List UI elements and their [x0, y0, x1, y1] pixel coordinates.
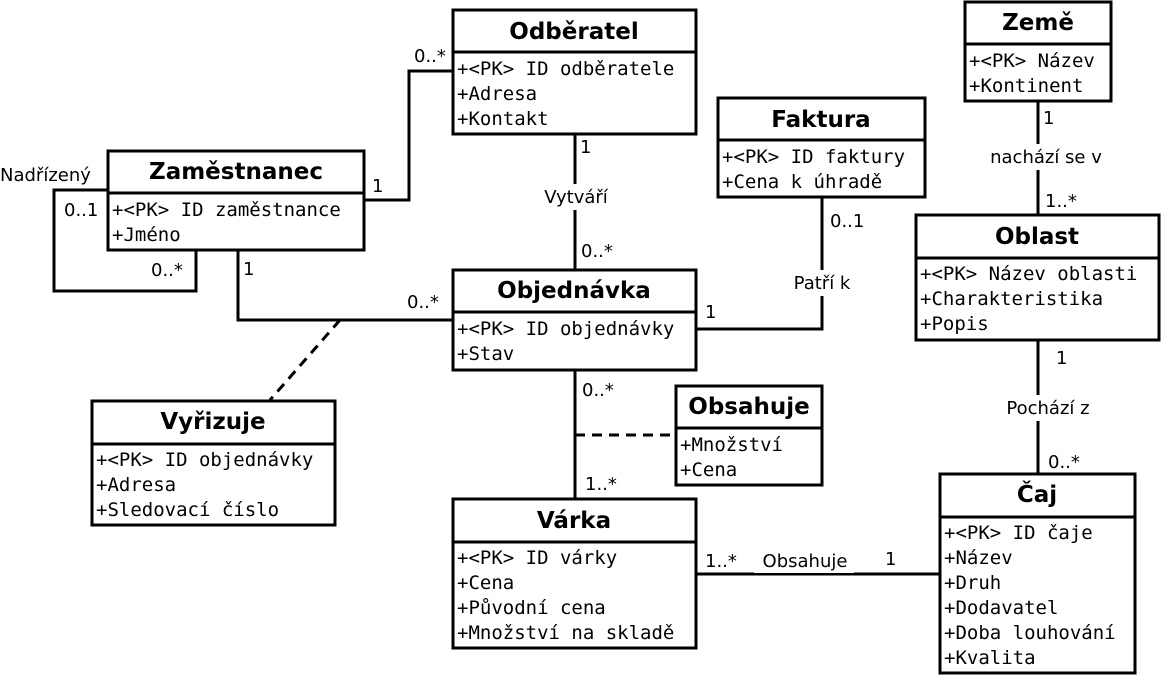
vytvari-mult-2: 0..* — [581, 241, 613, 262]
patri-k-label: Patří k — [794, 273, 851, 294]
entity-attribute: +<PK> Název — [969, 50, 1095, 72]
entity-attribute: +<PK> ID objednávky — [96, 449, 313, 471]
entity-obsahuje[interactable]: Obsahuje +Množství +Cena — [674, 384, 824, 487]
nadrizeny-mult-1: 0..1 — [64, 200, 98, 221]
entity-attribute: +Adresa — [96, 474, 176, 496]
entity-title: Odběratel — [509, 19, 638, 45]
entity-title: Oblast — [995, 224, 1079, 250]
nadrizeny-label: Nadřízený — [0, 165, 91, 186]
entity-attribute: +<PK> ID várky — [457, 547, 617, 569]
entity-attribute: +Dodavatel — [944, 597, 1058, 619]
patri-k-mult-2: 1 — [705, 302, 716, 323]
entity-attribute: +<PK> Název oblasti — [920, 263, 1137, 285]
entity-title: Země — [1002, 10, 1074, 36]
self-loop-line — [52, 188, 198, 293]
zam-odb-mult-1: 1 — [372, 176, 383, 197]
entity-attribute: +Jméno — [112, 224, 181, 246]
patri-k-mult-1: 0..1 — [830, 211, 864, 232]
entity-attribute: +<PK> ID faktury — [722, 146, 905, 168]
nachazi-mult-1: 1 — [1043, 108, 1054, 129]
entity-attribute: +Druh — [944, 572, 1001, 594]
entity-title: Obsahuje — [688, 394, 809, 420]
entity-attribute: +Kvalita — [944, 647, 1036, 669]
zam-obj-mult-2: 0..* — [407, 292, 439, 313]
entity-attribute: +Popis — [920, 313, 989, 335]
pochazi-mult-2: 0..* — [1048, 452, 1080, 473]
obsahuje-rel-mult-2: 1 — [885, 549, 896, 570]
entity-attribute: +Kontakt — [457, 108, 549, 130]
entity-vyrizuje[interactable]: Vyřizuje +<PK> ID objednávky +Adresa +Sl… — [90, 399, 337, 527]
entity-objednavka[interactable]: Objednávka +<PK> ID objednávky +Stav — [451, 268, 698, 372]
zamestnanec-odberatel-line — [365, 69, 453, 202]
entity-title: Faktura — [771, 107, 870, 133]
entity-attribute: +<PK> ID odběratele — [457, 58, 674, 80]
vytvari-label: Vytváří — [544, 187, 609, 208]
entity-attribute: +Sledovací číslo — [96, 499, 279, 521]
entity-title: Objednávka — [497, 278, 651, 304]
entity-title: Čaj — [1017, 480, 1057, 508]
pochazi-z-label: Pochází z — [1006, 398, 1089, 419]
entity-varka[interactable]: Várka +<PK> ID várky +Cena +Původní cena… — [451, 497, 698, 650]
entity-attribute: +Množství — [680, 434, 783, 456]
entity-attribute: +Původní cena — [457, 597, 606, 619]
entity-zeme[interactable]: Země +<PK> Název +Kontinent — [963, 0, 1113, 103]
entity-attribute: +Adresa — [457, 83, 537, 105]
entity-title: Vyřizuje — [160, 409, 265, 435]
entity-attribute: +Kontinent — [969, 75, 1083, 97]
nachazi-se-v-label: nachází se v — [990, 147, 1102, 168]
entity-attribute: +Stav — [457, 343, 514, 365]
entity-attribute: +<PK> ID zaměstnance — [112, 199, 341, 221]
entity-zamestnanec[interactable]: Zaměstnanec +<PK> ID zaměstnance +Jméno — [106, 149, 366, 252]
entity-attribute: +Charakteristika — [920, 288, 1103, 310]
entity-caj[interactable]: Čaj +<PK> ID čaje +Název +Druh +Dodavate… — [938, 472, 1137, 675]
entity-faktura[interactable]: Faktura +<PK> ID faktury +Cena k úhradě — [716, 96, 927, 199]
entity-title: Várka — [537, 508, 611, 534]
zam-obj-mult-1: 1 — [243, 259, 254, 280]
nadrizeny-mult-2: 0..* — [151, 260, 183, 281]
entity-attribute: +Cena — [457, 572, 514, 594]
zam-odb-mult-2: 0..* — [414, 46, 446, 67]
entity-attribute: +Cena k úhradě — [722, 171, 882, 193]
pochazi-mult-1: 1 — [1056, 348, 1067, 369]
vytvari-mult-1: 1 — [580, 137, 591, 158]
entity-attribute: +Cena — [680, 459, 737, 481]
entity-title: Zaměstnanec — [149, 159, 323, 185]
entity-attribute: +Množství na skladě — [457, 622, 674, 644]
entity-attribute: +Název — [944, 547, 1013, 569]
entity-attribute: +<PK> ID objednávky — [457, 318, 674, 340]
zamestnanec-objednavka-line — [236, 250, 453, 322]
entity-oblast[interactable]: Oblast +<PK> Název oblasti +Charakterist… — [914, 213, 1161, 342]
vyrizuje-association-line — [268, 319, 342, 401]
entity-odberatel[interactable]: Odběratel +<PK> ID odběratele +Adresa +K… — [451, 8, 698, 136]
obj-varka-mult-2: 1..* — [585, 474, 617, 495]
obj-varka-mult-1: 0..* — [582, 380, 614, 401]
entity-attribute: +Doba louhování — [944, 622, 1116, 644]
obsahuje-rel-label: Obsahuje — [763, 551, 848, 572]
objednavka-faktura-line — [697, 197, 824, 331]
nachazi-mult-2: 1..* — [1045, 191, 1077, 212]
entity-attribute: +<PK> ID čaje — [944, 522, 1093, 544]
obsahuje-rel-mult-1: 1..* — [705, 551, 737, 572]
